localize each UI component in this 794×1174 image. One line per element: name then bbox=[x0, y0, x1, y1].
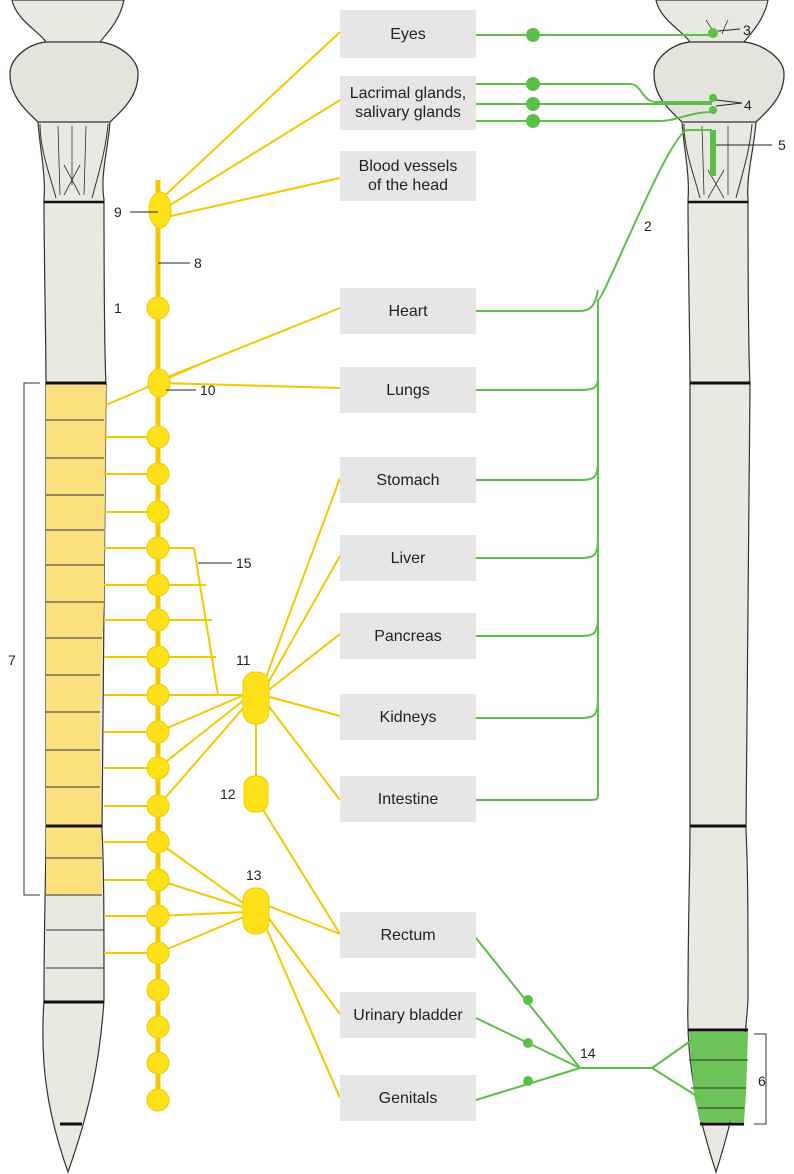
inferior-mesenteric-ganglion bbox=[243, 775, 269, 813]
trunk-ganglion bbox=[146, 296, 170, 320]
trunk-ganglion bbox=[146, 500, 170, 524]
submandibular-ganglion bbox=[526, 97, 540, 111]
superior-cervical-ganglion bbox=[148, 191, 172, 229]
trunk-ganglion bbox=[146, 573, 170, 597]
organ-rectum-label: Rectum bbox=[380, 926, 436, 944]
label-2: 2 bbox=[644, 218, 652, 234]
right-spinal-cord bbox=[653, 0, 785, 1174]
celiac-ganglion bbox=[242, 671, 270, 725]
organ-genitals-label: Genitals bbox=[378, 1089, 438, 1107]
organ-liver-label: Liver bbox=[390, 549, 426, 567]
label-4: 4 bbox=[744, 97, 752, 113]
organ-bladder-label: Urinary bladder bbox=[353, 1006, 463, 1024]
organ-blood-vessels: Blood vessels of the head bbox=[340, 151, 476, 201]
organ-glands-label-2: salivary glands bbox=[355, 104, 461, 121]
label-9: 9 bbox=[114, 204, 122, 220]
trunk-ganglion bbox=[146, 941, 170, 965]
label-5: 5 bbox=[778, 137, 786, 153]
organ-lungs-label: Lungs bbox=[386, 381, 430, 399]
trunk-ganglion bbox=[146, 645, 170, 669]
trunk-ganglion bbox=[146, 608, 170, 632]
organ-glands-label-1: Lacrimal glands, bbox=[349, 85, 467, 102]
trunk-ganglion bbox=[146, 756, 170, 780]
organ-vessels-label-2: of the head bbox=[367, 177, 449, 194]
organ-intestine-label: Intestine bbox=[377, 790, 439, 808]
pelvic-ganglion-dot bbox=[523, 995, 533, 1005]
otic-ganglion bbox=[526, 114, 540, 128]
trunk-ganglion bbox=[146, 830, 170, 854]
bracket-6 bbox=[754, 1033, 767, 1125]
label-7: 7 bbox=[8, 652, 16, 668]
label-11: 11 bbox=[236, 652, 251, 668]
organ-vessels-label-1: Blood vessels bbox=[358, 158, 458, 175]
trunk-ganglion bbox=[146, 904, 170, 928]
organ-heart-label: Heart bbox=[388, 302, 428, 320]
label-6: 6 bbox=[758, 1073, 766, 1089]
nucleus-dot bbox=[709, 106, 717, 114]
bracket-7 bbox=[23, 382, 40, 896]
left-spinal-cord bbox=[9, 0, 139, 1174]
trunk-ganglion bbox=[146, 720, 170, 744]
label-3: 3 bbox=[743, 22, 751, 38]
organ-intestine: Intestine bbox=[340, 776, 476, 822]
organ-rectum: Rectum bbox=[340, 912, 476, 958]
label-8: 8 bbox=[194, 255, 202, 271]
organ-kidneys: Kidneys bbox=[340, 694, 476, 740]
organ-pancreas: Pancreas bbox=[340, 613, 476, 659]
pelvic-ganglion-dot bbox=[523, 1076, 533, 1086]
organ-genitals: Genitals bbox=[340, 1075, 476, 1121]
pelvic-ganglion bbox=[242, 887, 270, 935]
trunk-ganglion bbox=[146, 425, 170, 449]
label-1: 1 bbox=[114, 300, 122, 316]
organ-eyes-label: Eyes bbox=[390, 25, 426, 43]
parasympathetic-pathways bbox=[475, 34, 716, 1101]
pterygopalatine-ganglion bbox=[526, 77, 540, 91]
trunk-ganglion bbox=[146, 1015, 170, 1039]
organ-kidneys-label: Kidneys bbox=[379, 708, 437, 726]
pelvic-ganglion-dot bbox=[523, 1038, 533, 1048]
label-14: 14 bbox=[580, 1045, 596, 1061]
sympathetic-ganglia bbox=[146, 191, 270, 1112]
trunk-ganglion bbox=[146, 794, 170, 818]
number-labels: 1 2 3 4 5 6 7 8 9 10 11 12 13 14 15 bbox=[8, 22, 786, 1089]
organ-glands: Lacrimal glands, salivary glands bbox=[340, 76, 476, 130]
organ-stomach: Stomach bbox=[340, 457, 476, 503]
ciliary-ganglion bbox=[526, 28, 540, 42]
trunk-ganglion bbox=[146, 536, 170, 560]
trunk-ganglion bbox=[146, 1088, 170, 1112]
label-12: 12 bbox=[220, 786, 236, 802]
leader-lines bbox=[130, 28, 772, 564]
organ-liver: Liver bbox=[340, 535, 476, 581]
trunk-ganglion bbox=[146, 868, 170, 892]
organ-lungs: Lungs bbox=[340, 367, 476, 413]
label-13: 13 bbox=[246, 867, 262, 883]
organ-urinary-bladder: Urinary bladder bbox=[340, 992, 476, 1038]
organ-pancreas-label: Pancreas bbox=[374, 627, 442, 645]
organ-stomach-label: Stomach bbox=[376, 471, 440, 489]
trunk-ganglion bbox=[146, 1051, 170, 1075]
parasympathetic-ganglia bbox=[523, 28, 718, 1086]
trunk-ganglion bbox=[146, 683, 170, 707]
organ-heart: Heart bbox=[340, 288, 476, 334]
label-15: 15 bbox=[236, 555, 252, 571]
middle-cervical-ganglion bbox=[147, 368, 171, 398]
nucleus-dot bbox=[709, 94, 717, 102]
trunk-ganglion bbox=[146, 978, 170, 1002]
label-10: 10 bbox=[200, 382, 216, 398]
organ-eyes: Eyes bbox=[340, 10, 476, 58]
sympathetic-pathways bbox=[104, 31, 341, 1100]
trunk-ganglion bbox=[146, 462, 170, 486]
nucleus-dot bbox=[708, 28, 718, 38]
